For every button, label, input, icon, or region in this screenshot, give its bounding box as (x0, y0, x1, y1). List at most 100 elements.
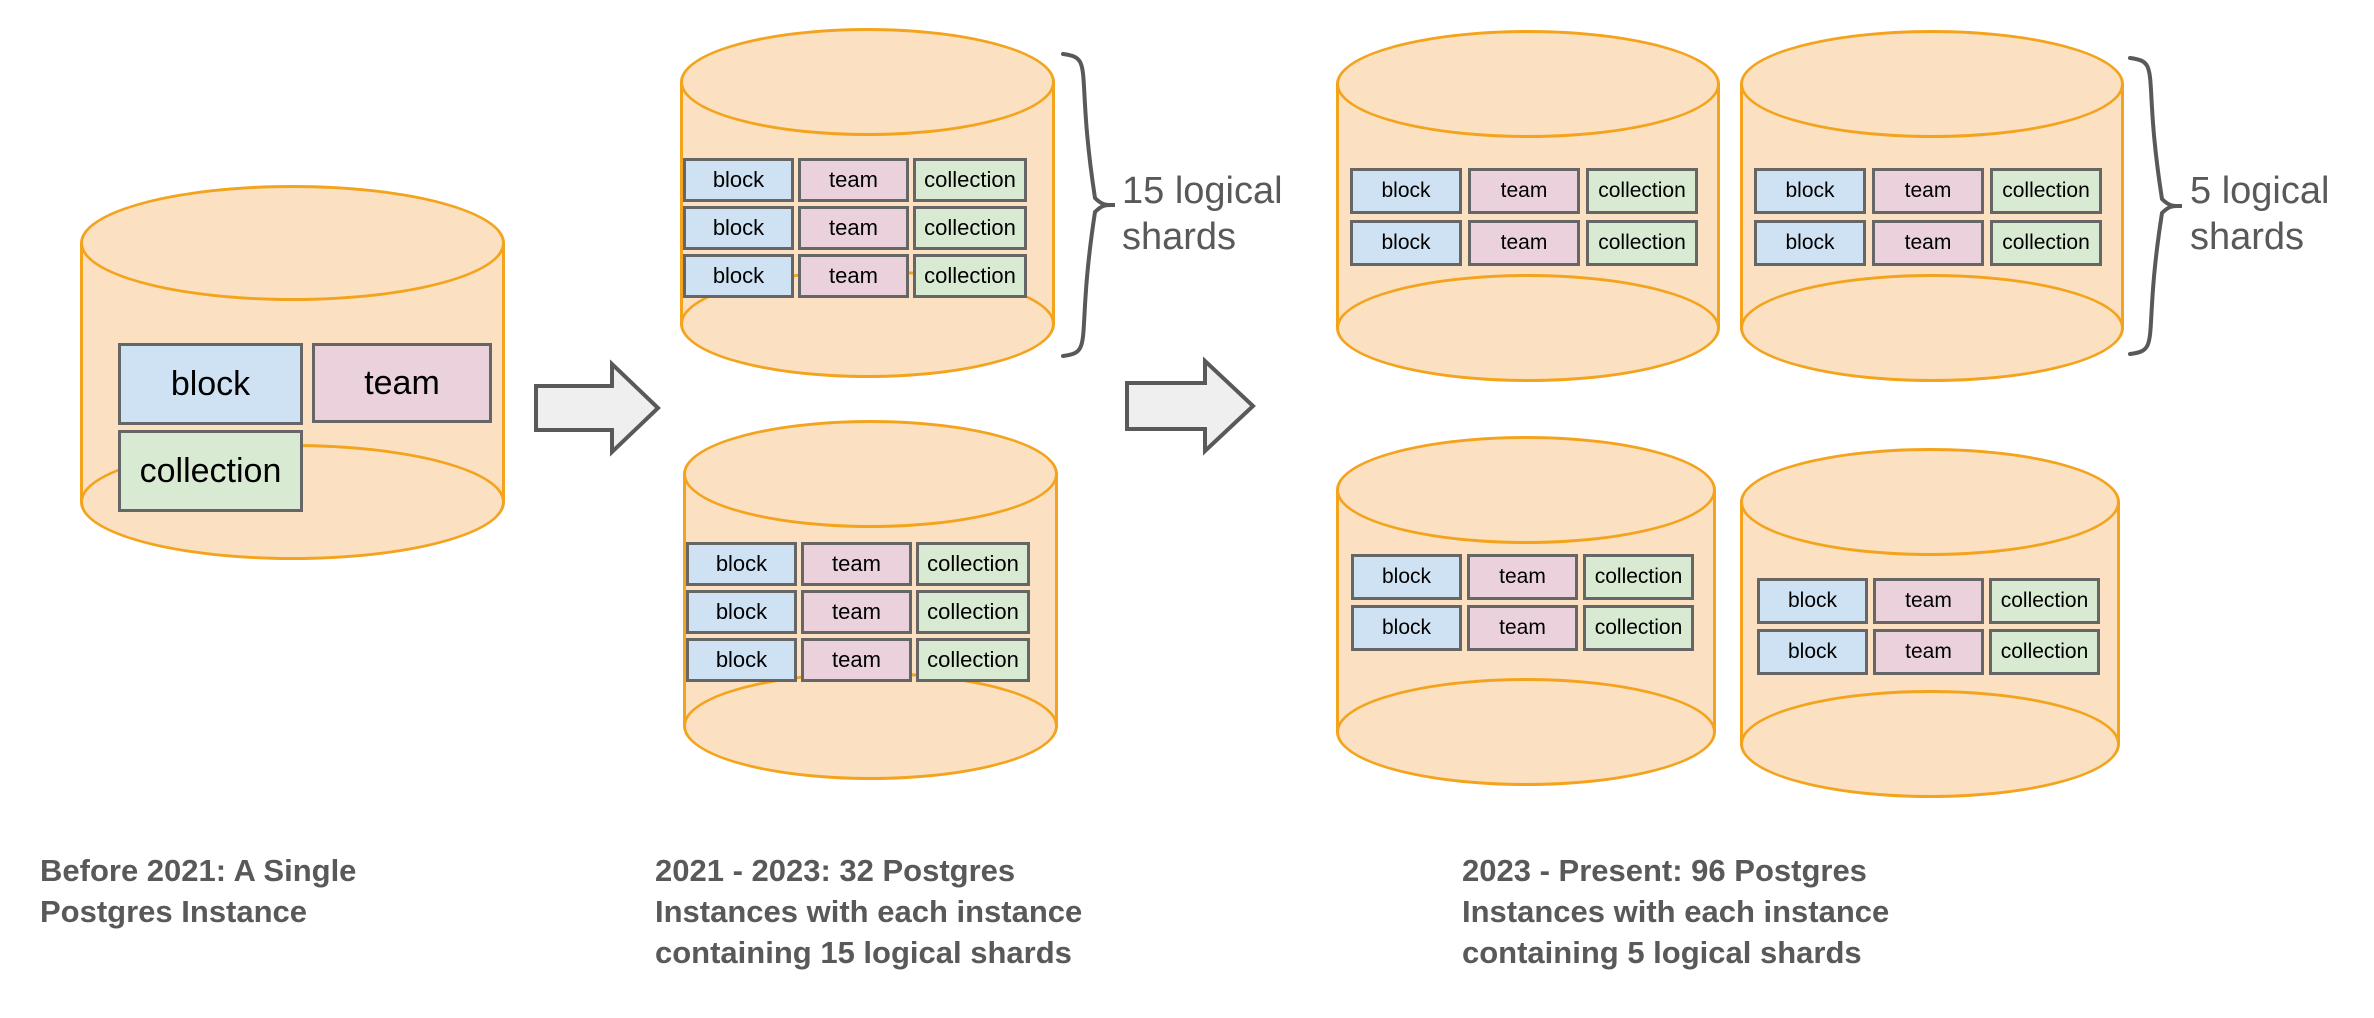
shard-team: team (1468, 220, 1580, 266)
arrow-panel1-to-panel2 (532, 358, 662, 458)
shard-label: collection (2000, 640, 2089, 663)
cylinder-bottom-ellipse (1336, 678, 1716, 786)
shard-label: team (1500, 179, 1548, 202)
shard-box-block: block (118, 343, 303, 425)
shard-label: block (715, 599, 768, 624)
shard-block: block (1754, 220, 1866, 266)
shard-label: block (712, 263, 765, 288)
shard-collection: collection (1586, 220, 1698, 266)
shard-label: team (1500, 231, 1548, 254)
shard-team: team (1467, 605, 1578, 651)
shard-label: collection (927, 551, 1019, 576)
shard-team: team (798, 158, 909, 202)
shard-label: block (1381, 616, 1432, 639)
shard-grid-2-bottom: block team collection block team collect… (686, 542, 1030, 682)
shard-label: team (832, 647, 881, 672)
shard-row: block team collection (683, 158, 1027, 202)
cylinder-bottom-ellipse (1740, 690, 2120, 798)
shard-label: block (1381, 565, 1432, 588)
cylinder-instance-3-top-right (1740, 30, 2124, 382)
shard-label: team (829, 215, 878, 240)
shard-team: team (801, 638, 912, 682)
shard-team: team (1468, 168, 1580, 214)
shard-block: block (683, 206, 794, 250)
shard-row: block team collection (1754, 220, 2102, 266)
shard-collection: collection (1990, 220, 2102, 266)
shard-label: collection (2002, 179, 2090, 202)
shard-label: collection (927, 647, 1019, 672)
shard-label: block (715, 647, 768, 672)
shard-collection: collection (916, 638, 1030, 682)
arrow-panel2-to-panel3 (1123, 355, 1258, 457)
cylinder-top-ellipse (683, 420, 1058, 528)
shard-team: team (798, 254, 909, 298)
shard-block: block (1350, 168, 1462, 214)
shard-box-label: collection (139, 451, 282, 490)
shard-label: team (1905, 640, 1952, 663)
shard-team: team (1467, 554, 1578, 600)
shard-box-collection: collection (118, 430, 303, 512)
shard-label: collection (927, 599, 1019, 624)
shard-row: block team collection (686, 542, 1030, 586)
shard-team: team (801, 542, 912, 586)
shard-label: block (1785, 231, 1835, 254)
shard-label: block (715, 551, 768, 576)
cylinder-top-ellipse (1740, 30, 2124, 138)
shard-collection: collection (1990, 168, 2102, 214)
shard-label: collection (924, 167, 1016, 192)
shard-row: block team collection (1350, 220, 1698, 266)
shard-label: team (832, 599, 881, 624)
shard-label: team (829, 167, 878, 192)
shard-block: block (686, 542, 797, 586)
shard-label: collection (1594, 616, 1683, 639)
cylinder-top-ellipse (1336, 30, 1720, 138)
shard-block: block (683, 158, 794, 202)
shard-label: team (1499, 616, 1546, 639)
shard-block: block (1757, 578, 1868, 624)
shard-grid-3-top-left: block team collection block team collect… (1350, 168, 1698, 266)
cylinder-top-ellipse (1740, 448, 2120, 556)
shard-label: block (1381, 179, 1431, 202)
shard-team: team (1872, 220, 1984, 266)
annotation-15-logical-shards: 15 logical shards (1122, 170, 1283, 259)
shard-row: block team collection (1757, 629, 2100, 675)
shard-collection: collection (1989, 629, 2100, 675)
shard-grid-3-bottom-left: block team collection block team collect… (1351, 554, 1694, 651)
shard-team: team (1873, 578, 1984, 624)
shard-row: block team collection (686, 638, 1030, 682)
caption-panel-2: 2021 - 2023: 32 Postgres Instances with … (655, 853, 1083, 971)
cylinder-bottom-ellipse (1336, 274, 1720, 382)
shard-row: block team collection (1754, 168, 2102, 214)
brace-15-logical-shards (1055, 48, 1125, 363)
shard-label: block (1785, 179, 1835, 202)
shard-label: team (1904, 179, 1952, 202)
shard-label: team (1499, 565, 1546, 588)
shard-collection: collection (1586, 168, 1698, 214)
shard-team: team (798, 206, 909, 250)
shard-row: block team collection (686, 590, 1030, 634)
shard-label: collection (924, 263, 1016, 288)
shard-label: block (1381, 231, 1431, 254)
annotation-5-logical-shards: 5 logical shards (2190, 170, 2330, 259)
cylinder-top-ellipse (80, 185, 505, 301)
shard-row: block team collection (1757, 578, 2100, 624)
shard-label: collection (2002, 231, 2090, 254)
shard-label: block (1787, 589, 1838, 612)
brace-5-logical-shards (2122, 52, 2192, 362)
shard-team: team (1873, 629, 1984, 675)
shard-label: team (1905, 589, 1952, 612)
shard-label: team (832, 551, 881, 576)
shard-label: collection (924, 215, 1016, 240)
shard-block: block (1350, 220, 1462, 266)
shard-grid-2-top: block team collection block team collect… (683, 158, 1027, 298)
shard-row: block team collection (1350, 168, 1698, 214)
shard-block: block (1351, 605, 1462, 651)
cylinder-bottom-ellipse (683, 672, 1058, 780)
shard-grid-3-top-right: block team collection block team collect… (1754, 168, 2102, 266)
shard-block: block (1754, 168, 1866, 214)
shard-block: block (1351, 554, 1462, 600)
shard-collection: collection (1583, 605, 1694, 651)
shard-label: collection (1594, 565, 1683, 588)
shard-label: team (1904, 231, 1952, 254)
